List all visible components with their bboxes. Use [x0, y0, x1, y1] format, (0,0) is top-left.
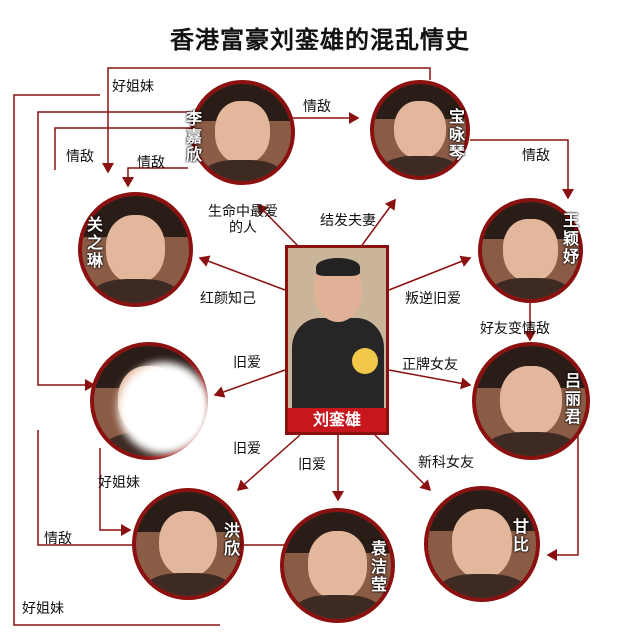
portrait-li-jiaxin [190, 80, 295, 185]
label-jiuai-lowleft: 旧爱 [233, 438, 261, 458]
label-jiefa: 结发夫妻 [320, 210, 376, 230]
name-li-jiaxin: 李嘉欣 [185, 110, 203, 164]
label-qingdi-top: 情敌 [303, 96, 331, 116]
label-hongyan: 红颜知己 [200, 288, 256, 308]
label-shengmingzhong: 生命中最爱的人 [203, 204, 283, 236]
label-qingdi-inner: 情敌 [137, 152, 165, 172]
label-haojiemei-top: 好姐妹 [112, 76, 154, 96]
label-panni: 叛逆旧爱 [405, 288, 461, 308]
label-zhengpai: 正牌女友 [402, 354, 458, 374]
label-jiuai-bottom: 旧爱 [298, 454, 326, 474]
label-haojiemei-mid: 好姐妹 [98, 472, 140, 492]
label-jiuai-left: 旧爱 [233, 352, 261, 372]
name-yuan-jieying: 袁洁莹 [370, 540, 388, 594]
name-gan-bi: 甘比 [512, 518, 530, 554]
name-bao-yongqin: 宝咏琴 [448, 108, 466, 162]
label-haojiemei-bottom: 好姐妹 [22, 598, 64, 618]
center-portrait: 刘銮雄 [285, 245, 389, 435]
blur-mask [118, 362, 210, 454]
name-guan-zhilin: 关之琳 [86, 216, 104, 270]
label-haoyoubian: 好友变情敌 [480, 318, 550, 338]
label-qingdi-left: 情敌 [66, 146, 94, 166]
name-hong-xin: 洪欣 [223, 522, 241, 558]
label-xinke: 新科女友 [418, 452, 474, 472]
name-lv-lijun: 吕丽君 [564, 372, 582, 426]
label-qingdi-bottom: 情敌 [44, 528, 72, 548]
center-name: 刘銮雄 [288, 408, 386, 432]
label-qingdi-right: 情敌 [522, 145, 550, 165]
name-wang-yingyu: 王颖妤 [562, 212, 580, 266]
